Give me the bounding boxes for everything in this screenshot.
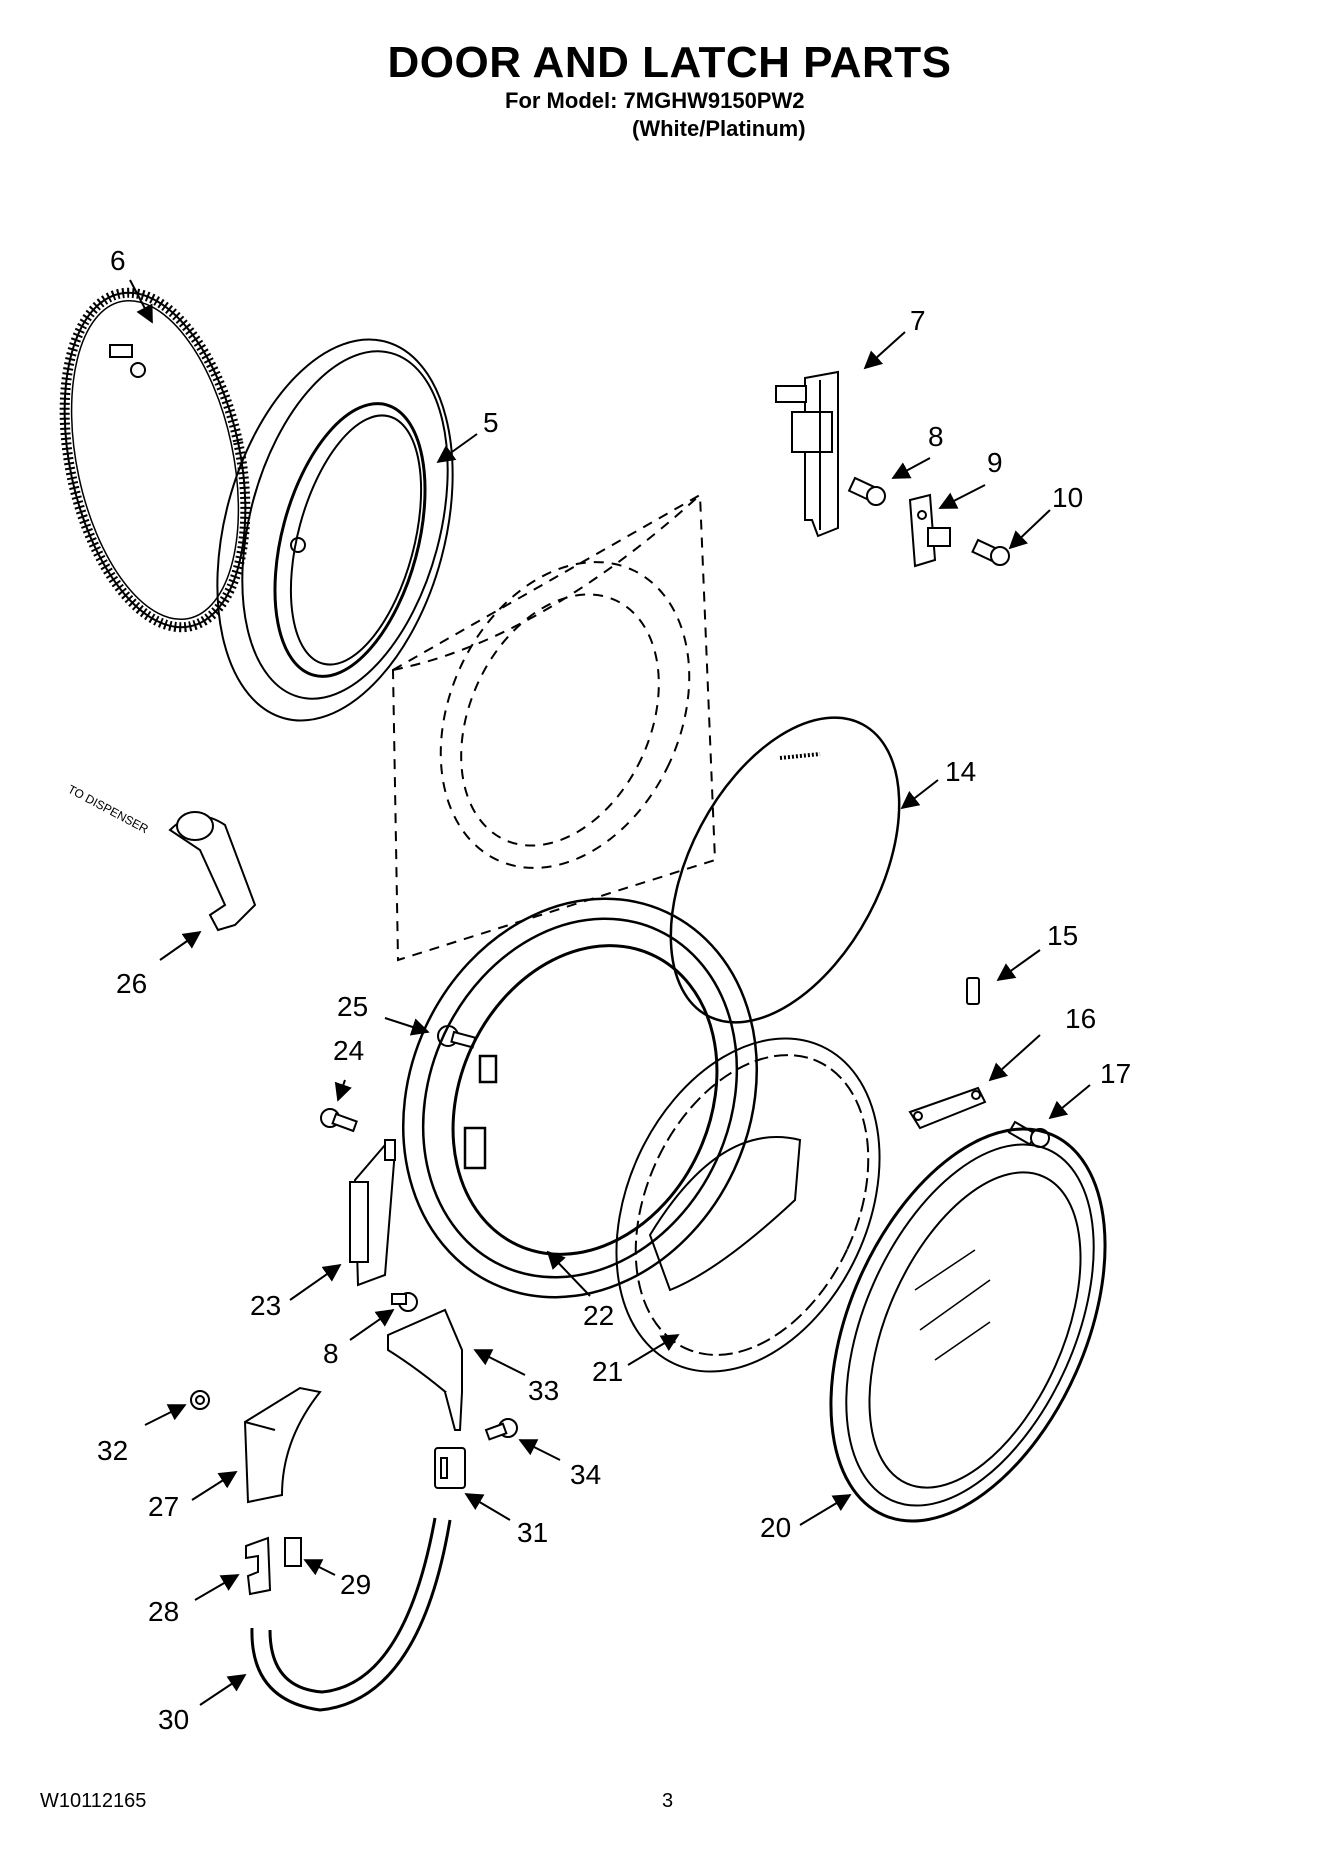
callout-27: 27 [148,1491,180,1522]
callout-6: 6 [110,245,126,276]
front-panel-reference [391,493,717,962]
part-29-clip [284,1537,302,1567]
part-6-clamp-ring [59,287,251,633]
part-27-handle [243,1386,322,1504]
callout-5: 5 [483,407,499,438]
callout-24: 24 [333,1035,365,1066]
part-32-nut [190,1390,210,1410]
callout-15: 15 [1047,920,1079,951]
callout-26: 26 [116,968,148,999]
part-16-latch-plate [908,1086,987,1130]
callout-14: 14 [945,756,977,787]
part-34-screw [484,1418,518,1441]
part-26-dispenser-hose [168,811,257,932]
part-9-strike [908,493,951,568]
part-22-door-frame [401,897,759,1299]
part-8-screw-lower [391,1292,418,1312]
part-31-switch [434,1447,466,1489]
part-15-clip [966,977,980,1005]
page-number: 3 [662,1790,674,1812]
part-10-screw [971,538,1010,566]
document-number: W10112165 [40,1790,147,1812]
callout-25: 25 [337,991,369,1022]
callout-20: 20 [760,1512,792,1543]
callout-34: 34 [570,1459,602,1490]
model-color: (White/Platinum) [632,116,806,141]
part-23-hinge [349,1139,397,1287]
part-20-outer-door [829,1127,1107,1523]
part-33-handle-cover [387,1308,463,1431]
callout-16: 16 [1065,1003,1097,1034]
callout-23: 23 [250,1290,282,1321]
part-24-screw [320,1108,358,1133]
callout-30: 30 [158,1704,190,1735]
callout-29: 29 [340,1569,372,1600]
page-title: DOOR AND LATCH PARTS [387,38,952,87]
callout-28: 28 [148,1596,180,1627]
model-number: For Model: 7MGHW9150PW2 [505,88,805,113]
callout-10: 10 [1052,482,1084,513]
callout-31: 31 [517,1517,549,1548]
callout-9: 9 [987,447,1003,478]
leader-lines [129,279,1091,1706]
callout-32: 32 [97,1435,129,1466]
callout-21: 21 [592,1356,624,1387]
part-28-hook [245,1536,272,1596]
callout-8-upper: 8 [928,421,944,452]
part-7-door-latch [775,370,839,538]
part-17-screw [1007,1120,1050,1148]
callout-8-lower: 8 [323,1338,339,1369]
callout-33: 33 [528,1375,560,1406]
part-14-door-seal [669,716,901,1024]
callout-7: 7 [910,305,926,336]
part-30-handle-bar [250,1517,452,1712]
callout-22: 22 [583,1300,615,1331]
callout-17: 17 [1100,1058,1132,1089]
part-21-inner-glass [615,1037,881,1373]
part-5-door-bellow [216,338,454,722]
part-8-screw-upper [847,476,886,506]
